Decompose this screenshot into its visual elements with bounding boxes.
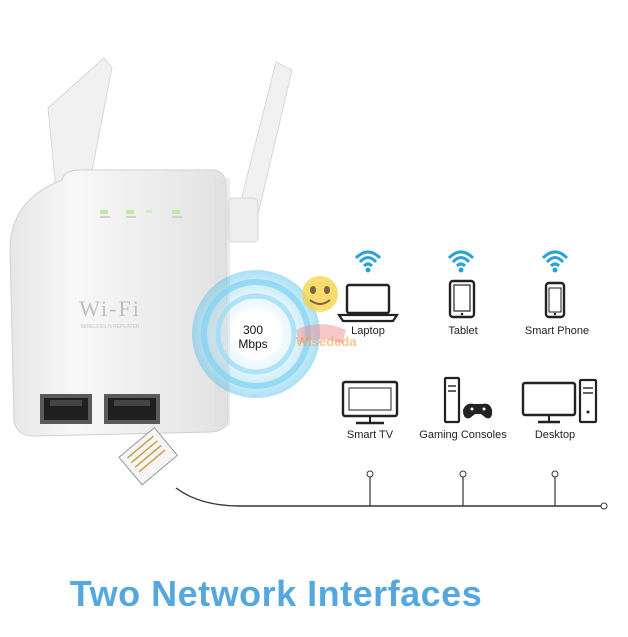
device-label-smartphone: Smart Phone — [524, 325, 590, 337]
watermark-logo — [296, 276, 346, 344]
tablet-icon — [448, 279, 476, 319]
speed-value: 300 — [242, 323, 264, 337]
device-label-laptop: Laptop — [351, 325, 385, 337]
wireless-signal-waves — [192, 270, 320, 398]
led-indicator — [100, 210, 108, 214]
led-indicator — [172, 210, 180, 214]
device-label-desktop: Desktop — [534, 429, 576, 441]
watermark-text: Wisededa — [296, 334, 357, 349]
ethernet-port-2 — [104, 394, 160, 424]
laptop-icon — [336, 283, 400, 323]
desktop-icon — [521, 378, 598, 424]
ethernet-cable-icon — [118, 427, 608, 510]
product-logo: Wi-Fi — [79, 296, 141, 321]
device-label-smart-tv: Smart TV — [346, 429, 394, 441]
tv-icon — [341, 380, 399, 425]
speed-unit: Mbps — [238, 337, 268, 351]
gaming-console-icon — [443, 376, 493, 424]
product-logo-subtext: WIRELESS-N REPEATER — [80, 324, 139, 330]
wifi-icon — [541, 250, 569, 273]
device-label-gaming-consoles: Gaming Consoles — [419, 429, 507, 441]
footer-title: Two Network Interfaces — [69, 573, 483, 614]
led-indicator — [126, 210, 134, 214]
ethernet-port-1 — [40, 394, 92, 424]
wifi-icon — [354, 250, 382, 273]
led-indicator — [146, 210, 152, 213]
smartphone-icon — [544, 281, 566, 319]
speed-badge: 300 Mbps — [234, 323, 272, 351]
wifi-icon — [447, 250, 475, 273]
device-label-tablet: Tablet — [448, 325, 478, 337]
right-antenna — [227, 61, 293, 243]
